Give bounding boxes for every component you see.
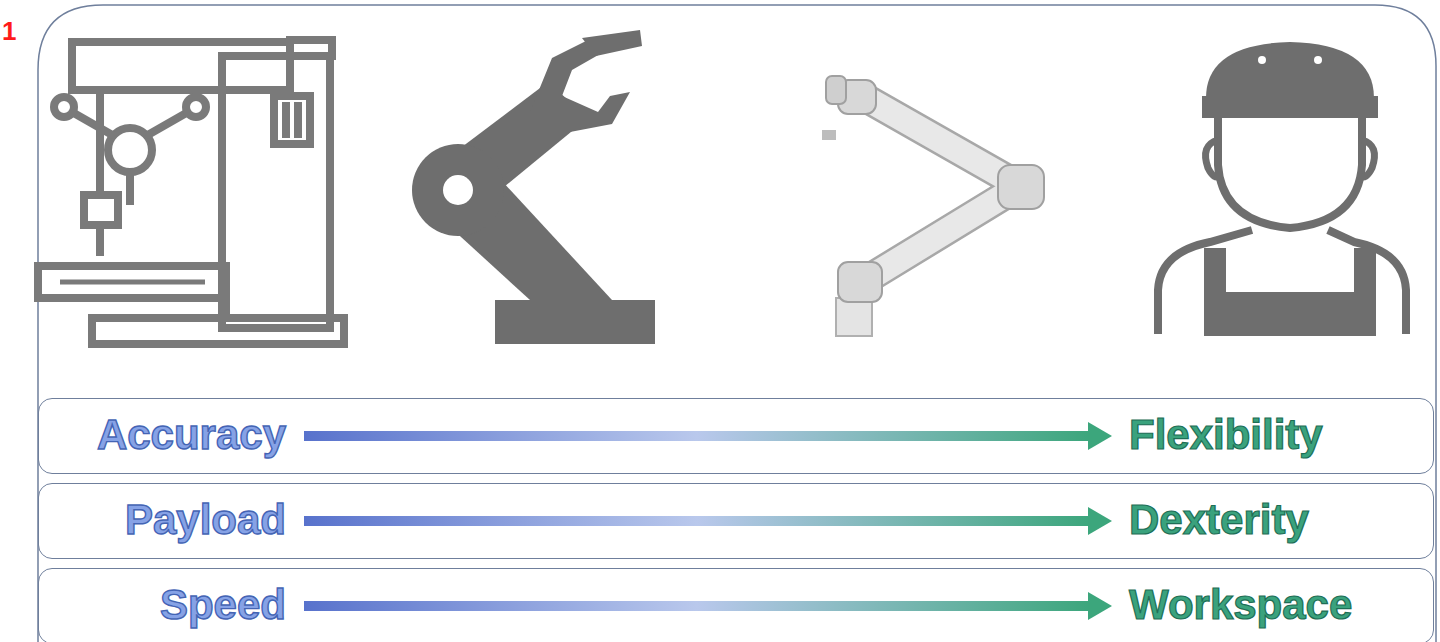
figure-number: 1 — [2, 18, 16, 44]
gradient-arrow — [304, 592, 1112, 620]
industrial-robot-icon — [412, 30, 655, 344]
category-band: Accuracy Flexibility — [38, 398, 1434, 474]
trait-end: Workspace — [1129, 581, 1352, 629]
category-band: Payload Dexterity — [38, 483, 1434, 559]
collaborative-robot-icon — [822, 76, 1044, 336]
machine-tool-icon — [38, 40, 344, 344]
trait-start: Accuracy — [97, 411, 286, 459]
trait-end: Dexterity — [1129, 496, 1309, 544]
trait-end: Flexibility — [1129, 411, 1323, 459]
gradient-arrow — [304, 422, 1112, 450]
trait-start: Speed — [160, 581, 286, 629]
trait-start: Payload — [125, 496, 286, 544]
category-band: Speed Workspace — [38, 568, 1434, 642]
gradient-arrow — [304, 507, 1112, 535]
outer-panel — [38, 5, 1436, 642]
worker-icon — [1158, 42, 1406, 336]
